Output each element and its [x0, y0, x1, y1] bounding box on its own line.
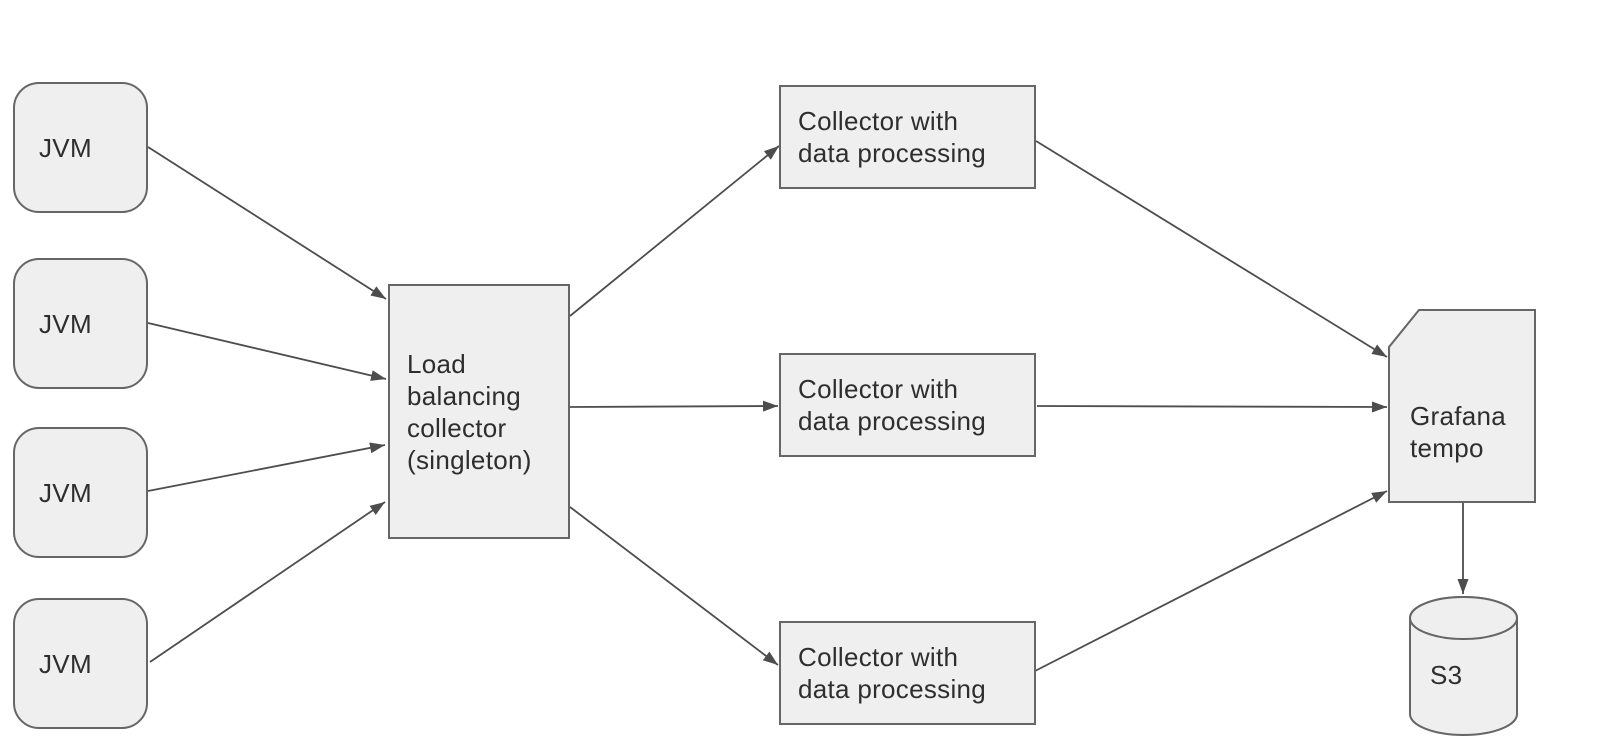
node-jvm-2-label: JVM [39, 308, 92, 339]
node-collector-3: Collector with data processing [779, 621, 1036, 725]
collector-2-label-line2: data processing [798, 406, 987, 436]
grafana-card-shape [1388, 309, 1536, 503]
node-collector-1: Collector with data processing [779, 85, 1036, 189]
node-jvm-4-label: JVM [39, 648, 92, 679]
load-balancer-label-line1: Load [407, 348, 467, 379]
edge-jvm1-to-load-balancer [147, 146, 387, 300]
collector-3-label-line2: data processing [798, 674, 987, 704]
node-jvm-3: JVM [13, 427, 148, 558]
node-load-balancing-collector: Load balancing collector (singleton) [388, 284, 570, 539]
s3-cylinder-shape [1409, 596, 1518, 736]
load-balancer-label-line4: (singleton) [407, 444, 532, 475]
grafana-label: Grafana tempo [1388, 335, 1536, 529]
edge-jvm3-to-load-balancer [147, 442, 386, 492]
node-grafana-tempo: Grafana tempo [1388, 309, 1536, 503]
edge-load-balancer-to-collector1 [569, 145, 780, 317]
node-jvm-1-label: JVM [39, 132, 92, 163]
node-jvm-4: JVM [13, 598, 148, 729]
load-balancer-label-line3: collector [407, 412, 507, 443]
node-s3: S3 [1409, 596, 1519, 737]
grafana-label-line1: Grafana [1410, 401, 1507, 431]
edge-jvm2-to-load-balancer [147, 322, 387, 381]
edge-collector2-to-grafana [1036, 401, 1388, 413]
node-collector-2: Collector with data processing [779, 353, 1036, 457]
collector-3-label-line1: Collector with [798, 642, 959, 672]
collector-2-label-line1: Collector with [798, 374, 959, 404]
edge-load-balancer-to-collector2 [569, 400, 779, 412]
edge-collector3-to-grafana [1034, 490, 1388, 672]
s3-label: S3 [1430, 659, 1463, 690]
collector-1-label-line2: data processing [798, 138, 987, 168]
edge-collector1-to-grafana [1035, 140, 1388, 358]
grafana-label-line2: tempo [1410, 433, 1484, 463]
s3-cylinder-top [1409, 596, 1518, 640]
load-balancer-label-line2: balancing [407, 380, 522, 411]
collector-1-label-line1: Collector with [798, 106, 959, 136]
s3-label-wrap: S3 [1409, 604, 1519, 745]
node-jvm-2: JVM [13, 258, 148, 389]
edge-load-balancer-to-collector3 [569, 506, 779, 666]
grafana-card-polygon [1388, 309, 1536, 503]
node-jvm-3-label: JVM [39, 477, 92, 508]
node-jvm-1: JVM [13, 82, 148, 213]
edge-jvm4-to-load-balancer [149, 501, 386, 663]
